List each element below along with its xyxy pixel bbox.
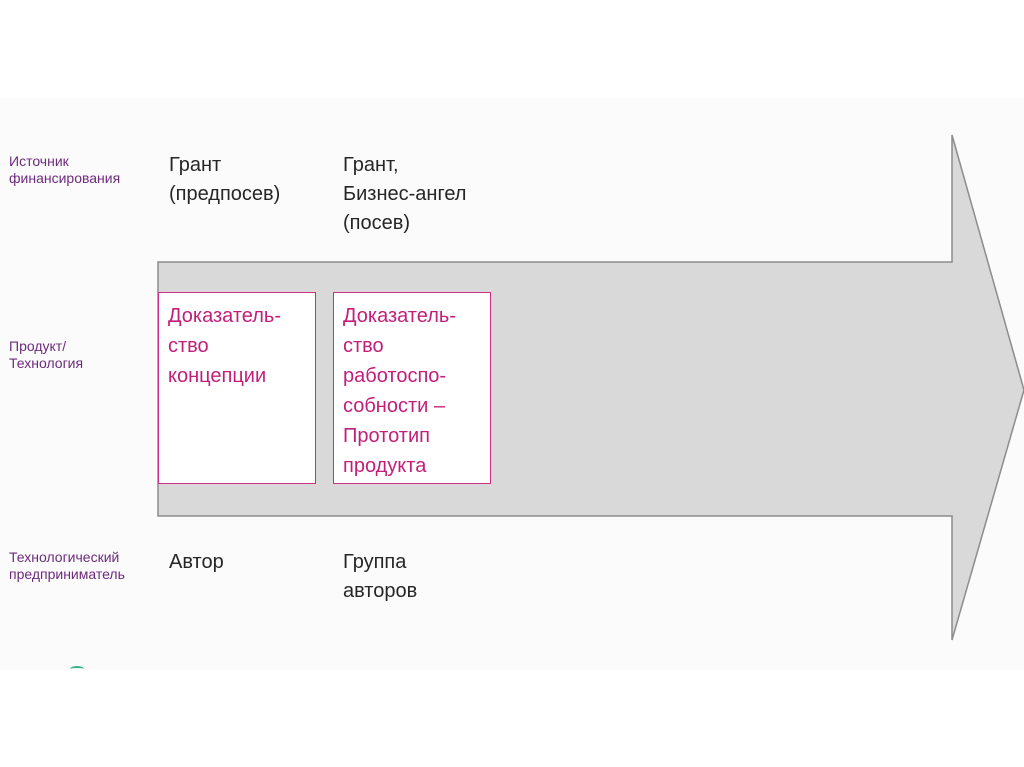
arrow-shape (157, 134, 1024, 641)
stage-box-concept: Доказатель- ство концепции (158, 292, 316, 484)
product-stage1: Доказатель- ство концепции (168, 305, 281, 387)
product-stage2: Доказатель- ство работоспо- собности – П… (343, 305, 456, 477)
funding-stage1: Грант (предпосев) (169, 154, 281, 205)
stage-box-prototype: Доказатель- ство работоспо- собности – П… (333, 292, 491, 484)
funding-stage2: Грант, Бизнес-ангел (посев) (343, 154, 467, 234)
entrepreneur-stage1: Автор (169, 551, 224, 573)
row-label-entrepreneur: Технологический предприниматель (9, 549, 125, 582)
row-label-product: Продукт/ Технология (9, 338, 84, 371)
entrepreneur-stage2: Группа авторов (343, 551, 418, 602)
decorative-mark (70, 666, 84, 672)
row-label-funding: Источник финансирования (9, 153, 121, 186)
